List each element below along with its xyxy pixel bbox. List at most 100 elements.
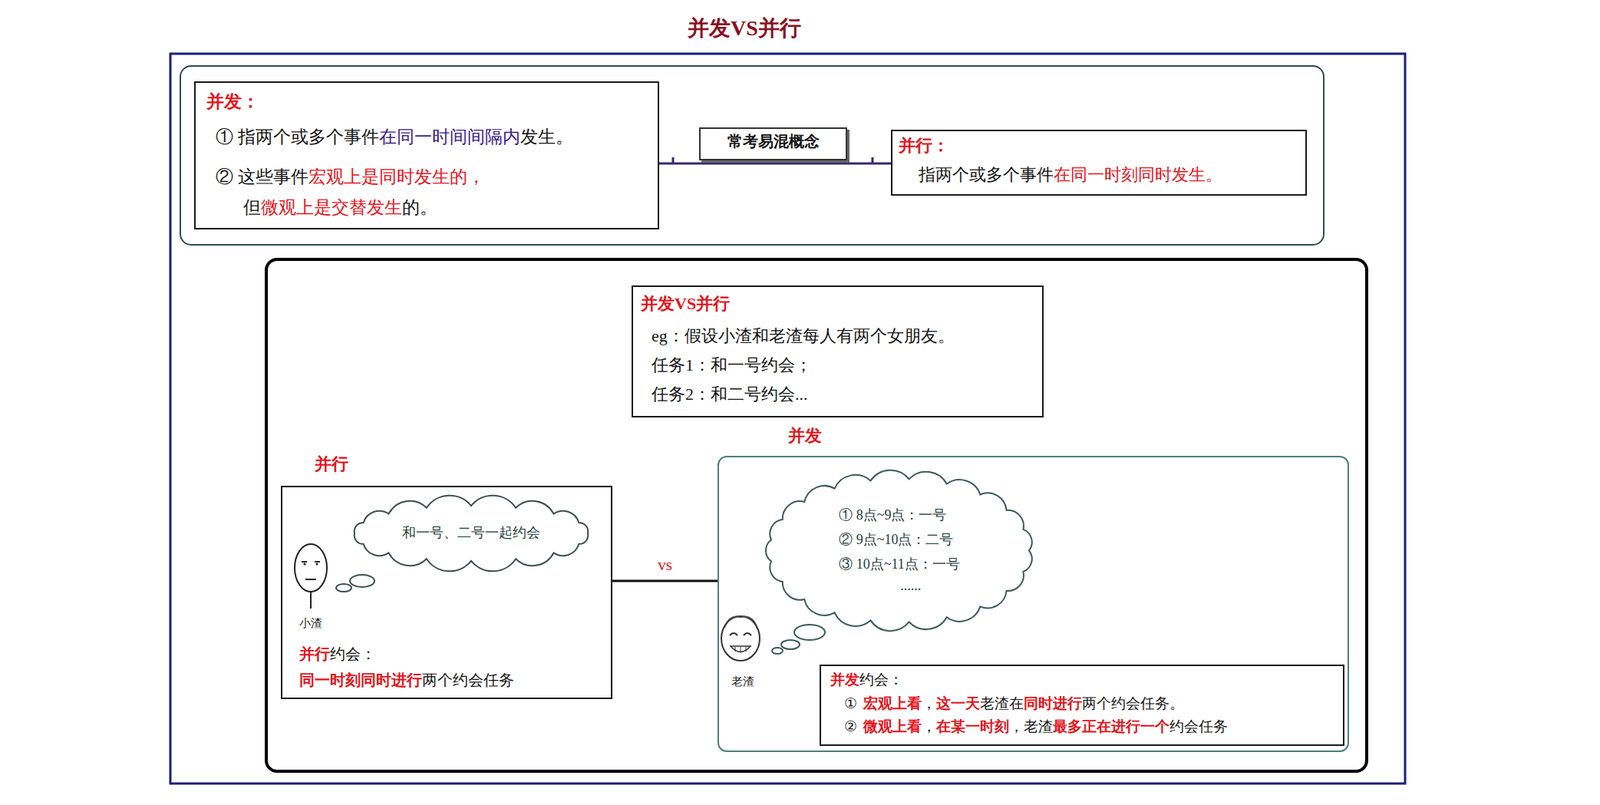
text-line: 指两个或多个事件在同一时刻同时发生。: [918, 164, 1223, 187]
text-line: ②微观上看，在某一时刻，老渣最多正在进行一个约会任务: [844, 717, 1228, 737]
node-text: 宏观上看: [863, 695, 922, 712]
eye: [301, 560, 307, 563]
bubble: [349, 574, 375, 588]
node-text: 两个约会任务。: [1082, 695, 1185, 712]
eye: [743, 633, 752, 636]
connector-line: [612, 580, 718, 583]
thought-cloud: ① 8点~9点：一号 ② 9点~10点：二号 ③ 10点~11点：一号......: [757, 466, 1042, 635]
text-line: 并发约会：: [830, 670, 904, 690]
mouth: [305, 578, 317, 581]
text-line: 同一时刻同时进行两个约会任务: [299, 669, 515, 690]
node-text: 约会：: [329, 645, 377, 663]
text-line: 并行: [314, 453, 349, 476]
text-line: 并发VS并行: [640, 293, 730, 316]
node-text: 并行：: [898, 135, 950, 156]
node-text: eg：假设小渣和老渣每人有两个女朋友。: [651, 326, 955, 346]
node-text: 但: [243, 197, 261, 218]
node-text: ①: [844, 695, 858, 712]
node-text: ，: [921, 718, 937, 735]
text-line: 并行：: [898, 135, 950, 158]
text-line: 和一号、二号一起约会: [402, 524, 541, 542]
node-text: ① 指两个或多个事件: [215, 127, 380, 147]
text-line: 并行约会：: [299, 643, 377, 664]
node-text: 微观上是交替发生: [260, 197, 403, 218]
face-outline: [721, 616, 760, 661]
summary-box: 并发约会：①宏观上看，这一天老渣在同时进行两个约会任务。②微观上看，在某一时刻，…: [819, 664, 1345, 746]
node-text: 宏观上是同时发生的，: [308, 167, 485, 187]
text-line: ① 指两个或多个事件在同一时间间隔内发生。: [215, 125, 574, 149]
node-text: 常考易混概念: [727, 132, 820, 150]
node-text: 任务1：和一号约会；: [651, 355, 812, 375]
pupil: [315, 562, 318, 565]
face-outline: [294, 544, 327, 592]
example-box: 并发VS并行 eg：假设小渣和老渣每人有两个女朋友。任务1：和一号约会； 任务2：和…: [631, 285, 1044, 418]
text-line: 任务1：和一号约会；: [651, 354, 812, 377]
node-text: ③ 10点~11点：一号: [838, 556, 960, 572]
poker-face: [294, 544, 327, 609]
bubble: [771, 647, 783, 654]
hair: [724, 616, 758, 630]
node-text: 小渣: [299, 616, 323, 630]
thought-bubbles: [771, 624, 825, 654]
node-text: 并行: [314, 454, 349, 474]
node-text: 在同一时间间隔内: [379, 127, 521, 147]
outer-frame: [170, 53, 1406, 784]
node-text: ② 这些事件: [215, 167, 309, 187]
bubble: [794, 624, 825, 640]
node-text: 最多正在进行一个: [1052, 718, 1170, 735]
node-text: 并发VS并行: [640, 293, 730, 314]
node-text: 并行: [299, 645, 330, 663]
cloud-outline: [765, 470, 1033, 632]
node-text: 和一号、二号一起约会: [402, 524, 541, 541]
cloud-outline: [354, 495, 589, 572]
definition-box: 并发： ① 指两个或多个事件在同一时间间隔内发生。 ② 这些事件宏观上是同时发生的，…: [194, 81, 660, 230]
bubble: [781, 640, 800, 650]
page-title: 并发VS并行: [687, 13, 802, 43]
neck: [310, 591, 312, 609]
node-text: 这一天: [936, 695, 980, 712]
node-text: ② 9点~10点：二号: [838, 531, 954, 548]
text-line: ......: [900, 577, 921, 595]
text-line: 任务2：和二号约会...: [651, 383, 809, 406]
text-line: ③ 10点~11点：一号: [838, 555, 960, 574]
node-text: 在某一时刻: [936, 718, 1010, 735]
node-text: 并发: [788, 425, 822, 446]
example-panel: 和一号、二号一起约会并行 小渣并行约会： 同一时刻同时进行两个约会任务: [280, 485, 613, 700]
cloud-shape: [757, 466, 1042, 635]
text-line: eg：假设小渣和老渣每人有两个女朋友。: [651, 325, 955, 348]
text-line: 并发：: [206, 90, 260, 114]
node-text: 老渣: [731, 675, 755, 688]
text-line: 常考易混概念: [727, 131, 820, 152]
node-text: 在同一时刻同时发生。: [1053, 164, 1223, 185]
node-text: 老渣在: [979, 695, 1024, 712]
definition-box: 并行： 指两个或多个事件在同一时刻同时发生。: [890, 129, 1307, 196]
node-text: 同一时刻同时进行: [299, 671, 423, 689]
node-text: ① 8点~9点：一号: [838, 507, 947, 523]
node-text: 两个约会任务: [422, 671, 515, 689]
text-line: 小渣: [299, 616, 323, 632]
text-line: 但微观上是交替发生的。: [243, 196, 438, 220]
bubble: [336, 583, 352, 592]
node-text: 并发: [830, 671, 860, 688]
node-text: 发生。: [520, 127, 574, 147]
node-text: ②: [844, 718, 858, 735]
node-text: 的。: [402, 197, 438, 218]
node-text: 约会任务: [1169, 718, 1228, 735]
definition-panel: [180, 65, 1324, 245]
eye: [314, 560, 320, 563]
edge-label: vs: [654, 555, 676, 575]
node-text: 同时进行: [1023, 695, 1083, 712]
node-text: 指两个或多个事件: [918, 164, 1054, 185]
node-text: ......: [900, 577, 921, 594]
example-panel: ① 8点~9点：一号 ② 9点~10点：二号 ③ 10点~11点：一号...... 并…: [717, 455, 1350, 753]
node-text: 任务2：和二号约会...: [651, 384, 809, 404]
thought-bubbles: [336, 574, 375, 592]
example-frame: [266, 259, 1367, 772]
text-line: ② 这些事件宏观上是同时发生的，: [215, 165, 485, 189]
node-text: 并发：: [206, 92, 260, 112]
eye: [729, 633, 738, 636]
node-text: ，老渣: [1009, 718, 1053, 735]
node-text: 约会：: [859, 671, 904, 688]
text-line: ① 8点~9点：一号: [838, 506, 947, 525]
